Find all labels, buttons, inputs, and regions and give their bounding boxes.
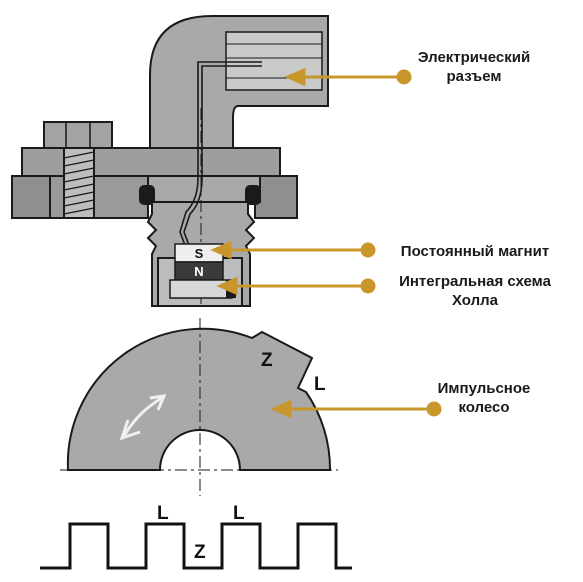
magnet-pole-south: S: [195, 246, 204, 261]
signal-mark-z: Z: [194, 542, 206, 563]
hall-ic-label-line2: Холла: [452, 292, 498, 309]
magnet-label: Постоянный магнит: [400, 243, 550, 260]
signal-mark-l-second: L: [233, 503, 245, 524]
rotation-arrow-icon: [119, 394, 167, 441]
connector-label-line1: Электрический: [417, 49, 531, 66]
wheel-gap-mark: Z: [261, 350, 273, 371]
bolt-threads: [63, 151, 95, 215]
signal-mark-l-first: L: [157, 503, 169, 524]
wheel-tooth-mark: L: [314, 374, 326, 395]
pulse-signal: [40, 522, 352, 570]
pulse-wheel-label: Импульсное колесо: [420, 379, 548, 417]
sensor-housing: [11, 15, 329, 307]
callout-lines: [210, 67, 442, 419]
pulse-wheel-label-line1: Импульсное: [437, 380, 531, 397]
magnet-pole-north: N: [194, 264, 203, 279]
connector-label-line2: разъем: [446, 68, 502, 85]
pulse-wheel-label-line2: колесо: [458, 399, 510, 416]
hall-ic-label-line1: Интегральная схема: [399, 273, 551, 290]
internal-wire: [179, 61, 262, 249]
permanent-magnet: S N: [169, 243, 236, 299]
connector-label: Электрический разъем: [408, 48, 540, 86]
hall-ic-label: Интегральная схема Холла: [378, 272, 572, 310]
pulse-wheel: [66, 327, 332, 471]
